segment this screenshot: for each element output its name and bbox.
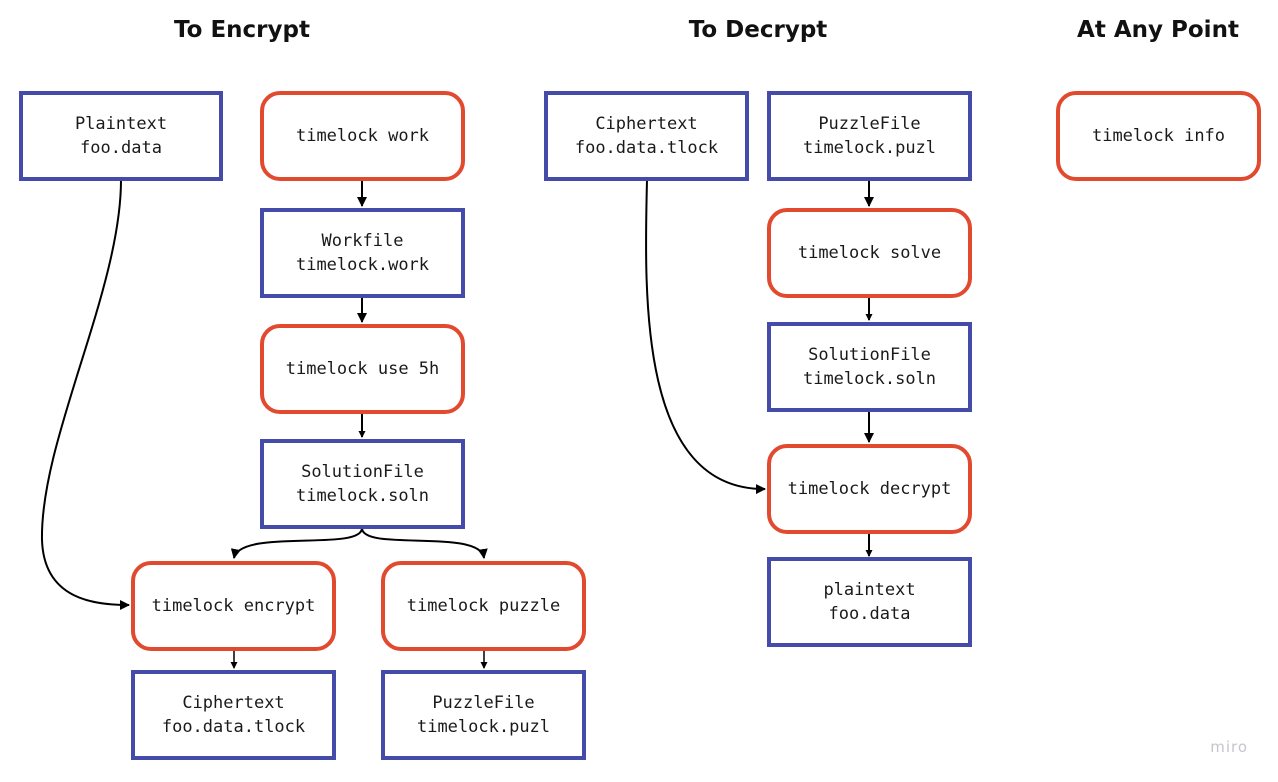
- encrypt-plaintext-file: Plaintext foo.data: [19, 91, 223, 181]
- heading-to-encrypt: To Encrypt: [174, 17, 310, 43]
- command-label: timelock info: [1091, 126, 1226, 146]
- file-path-label: foo.data.tlock: [574, 138, 719, 158]
- arrow-plaintext-to-encrypt: [40, 179, 130, 610]
- command-label: timelock puzzle: [406, 596, 561, 616]
- file-name-label: Plaintext: [74, 114, 168, 134]
- file-path-label: timelock.work: [295, 255, 430, 275]
- file-name-label: SolutionFile: [808, 345, 931, 365]
- cmd-timelock-use: timelock use 5h: [260, 324, 465, 414]
- cmd-timelock-solve: timelock solve: [767, 208, 972, 298]
- cmd-timelock-encrypt: timelock encrypt: [131, 561, 336, 651]
- miro-watermark: miro: [1210, 738, 1248, 756]
- command-label: timelock decrypt: [787, 479, 952, 499]
- file-path-label: timelock.puzl: [802, 138, 937, 158]
- file-name-label: SolutionFile: [301, 462, 424, 482]
- cmd-timelock-info: timelock info: [1056, 91, 1261, 181]
- heading-to-decrypt: To Decrypt: [688, 17, 828, 43]
- file-name-label: PuzzleFile: [818, 114, 921, 134]
- file-path-label: foo.data: [80, 138, 162, 158]
- file-name-label: Workfile: [321, 231, 404, 251]
- decrypt-plaintext-file: plaintext foo.data: [767, 557, 972, 647]
- file-path-label: timelock.puzl: [416, 717, 551, 737]
- encrypt-solution-file: SolutionFile timelock.soln: [260, 439, 465, 529]
- heading-at-any-point: At Any Point: [1077, 17, 1239, 43]
- cmd-timelock-decrypt: timelock decrypt: [767, 444, 972, 534]
- command-label: timelock encrypt: [151, 596, 316, 616]
- encrypt-puzzlefile: PuzzleFile timelock.puzl: [381, 670, 586, 760]
- decrypt-solution-file: SolutionFile timelock.soln: [767, 322, 972, 412]
- file-name-label: Ciphertext: [595, 114, 698, 134]
- command-label: timelock work: [295, 126, 430, 146]
- file-name-label: plaintext: [823, 580, 916, 600]
- cmd-timelock-work: timelock work: [260, 91, 465, 181]
- encrypt-workfile: Workfile timelock.work: [260, 208, 465, 298]
- file-path-label: timelock.soln: [802, 369, 937, 389]
- cmd-timelock-puzzle: timelock puzzle: [381, 561, 586, 651]
- decrypt-ciphertext-file: Ciphertext foo.data.tlock: [544, 91, 749, 181]
- file-path-label: foo.data.tlock: [161, 717, 306, 737]
- arrow-ciphertext-to-decrypt: [645, 179, 766, 495]
- arrow-solution-to-encrypt: [230, 527, 363, 559]
- file-path-label: foo.data: [828, 604, 911, 624]
- command-label: timelock solve: [797, 243, 942, 263]
- file-path-label: timelock.soln: [295, 486, 430, 506]
- arrow-solution-to-puzzle: [361, 527, 488, 559]
- decrypt-puzzlefile: PuzzleFile timelock.puzl: [767, 91, 972, 181]
- encrypt-ciphertext-file: Ciphertext foo.data.tlock: [131, 670, 336, 760]
- command-label: timelock use 5h: [285, 359, 440, 379]
- file-name-label: Ciphertext: [182, 693, 285, 713]
- file-name-label: PuzzleFile: [432, 693, 535, 713]
